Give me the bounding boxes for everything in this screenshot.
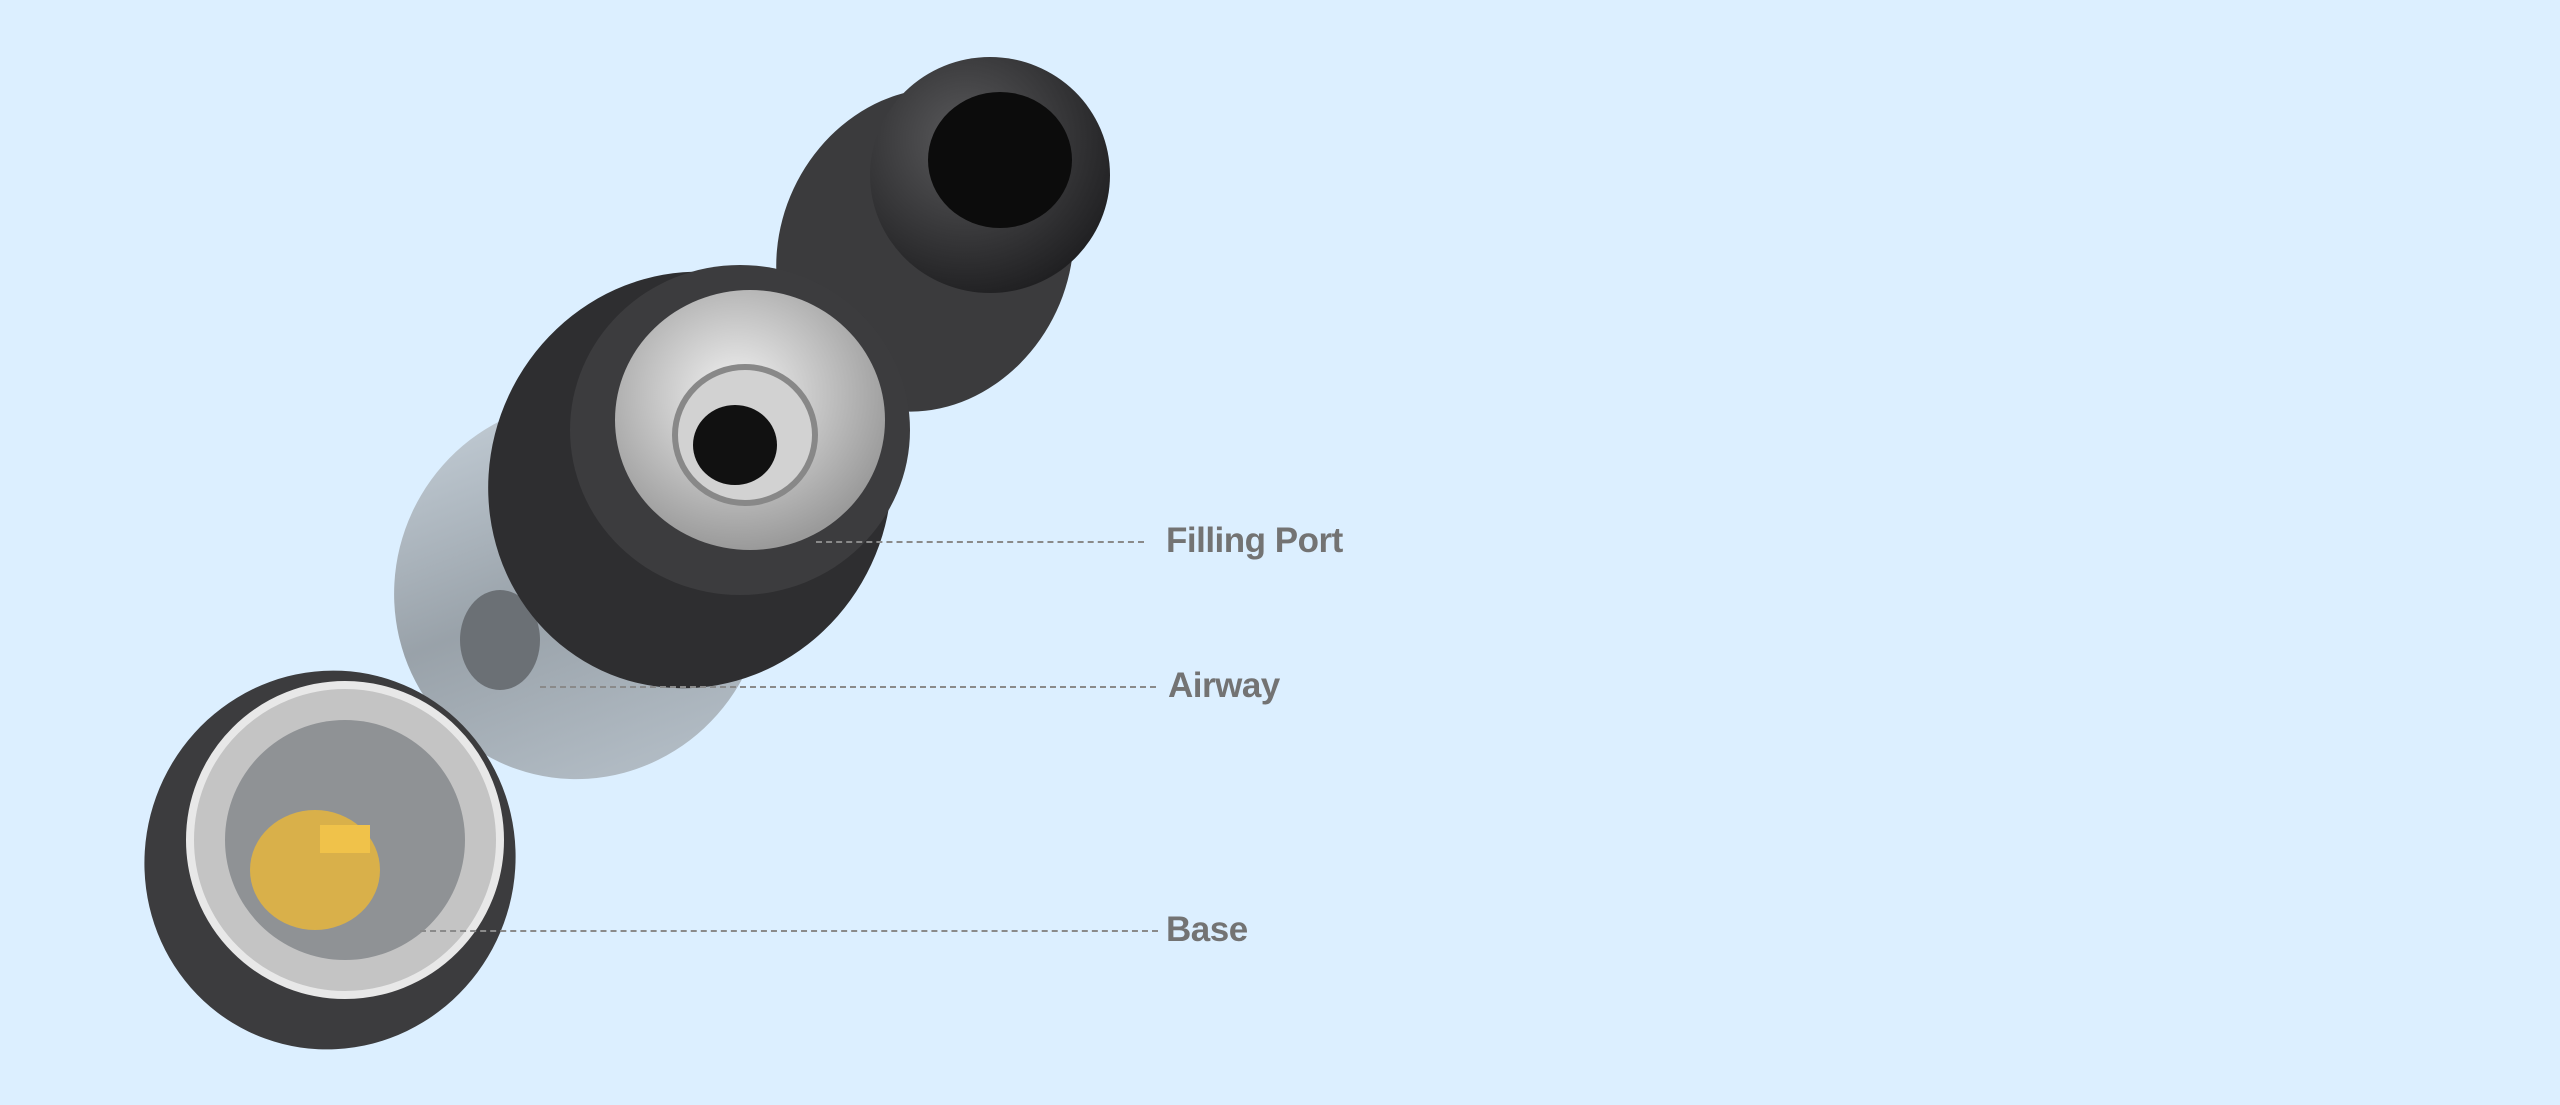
filling-port-leader-line bbox=[816, 541, 1144, 543]
airway-label: Airway bbox=[1168, 666, 1280, 705]
base-label: Base bbox=[1166, 910, 1248, 949]
filling-port-label: Filling Port bbox=[1166, 521, 1343, 560]
tank-glass bbox=[394, 265, 910, 780]
base-leader-line bbox=[420, 930, 1158, 932]
airway-leader-line bbox=[540, 686, 1156, 688]
tank-base bbox=[144, 670, 516, 1050]
